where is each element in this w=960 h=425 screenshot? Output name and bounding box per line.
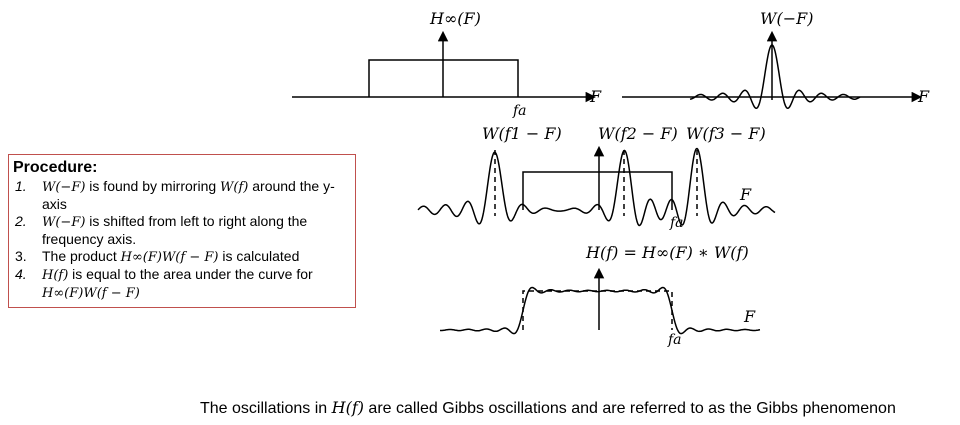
step-text: is shifted from left to right along the …: [42, 213, 308, 247]
windows-curve: [417, 147, 776, 227]
step-number: 4.: [15, 266, 27, 282]
y-label: W(−F): [760, 9, 813, 28]
procedure-step: 2. W(−F) is shifted from left to right a…: [13, 213, 351, 248]
caption-pre: The oscillations in: [200, 400, 332, 417]
step-math: H(f): [42, 268, 69, 283]
step-number: 3.: [15, 248, 27, 264]
window-label-3: W(f3 − F): [686, 124, 766, 143]
step-math: W(−F): [42, 215, 86, 230]
middle-plot: W(f1 − F) W(f2 − F) W(f3 − F) F fa: [417, 124, 776, 231]
step-text-2: around the y-axis: [42, 178, 335, 212]
x-label: F: [743, 307, 756, 326]
step-text: is found by mirroring: [85, 178, 221, 194]
ideal-rect: [368, 59, 519, 97]
top-right-plot: W(−F) F: [622, 9, 930, 110]
x-label: F: [589, 87, 602, 106]
x-label: F: [917, 87, 930, 106]
window-curve: [689, 44, 861, 110]
step-math-2: H∞(F)W(f − F): [42, 286, 140, 301]
x-label: F: [739, 185, 752, 204]
window-label-1: W(f1 − F): [482, 124, 562, 143]
top-left-plot: H∞(F) F fa: [292, 9, 602, 119]
caption: The oscillations in H(f) are called Gibb…: [200, 398, 960, 418]
title: H(f) = H∞(F) ∗ W(f): [585, 243, 749, 262]
step-pre: The product: [42, 248, 121, 264]
ideal-rect-dashed: [522, 290, 673, 330]
cutoff-label: fa: [512, 103, 527, 119]
ideal-rect: [522, 171, 673, 210]
step-number: 2.: [15, 213, 27, 229]
procedure-step: 1. W(−F) is found by mirroring W(f) arou…: [13, 178, 351, 213]
window-label-2: W(f2 − F): [598, 124, 678, 143]
step-math: H∞(F)W(f − F): [120, 250, 219, 265]
step-math-2: W(f): [220, 180, 249, 195]
caption-math: H(f): [331, 398, 364, 417]
step-number: 1.: [15, 178, 27, 194]
procedure-step: 3. The product H∞(F)W(f − F) is calculat…: [13, 248, 351, 266]
procedure-steps: 1. W(−F) is found by mirroring W(f) arou…: [13, 178, 351, 302]
bottom-plot: H(f) = H∞(F) ∗ W(f) F fa: [440, 243, 761, 348]
y-label: H∞(F): [429, 9, 481, 28]
cutoff-label: fa: [667, 332, 682, 348]
h-curve: [440, 286, 761, 335]
procedure-title: Procedure:: [13, 159, 98, 176]
caption-post: are called Gibbs oscillations and are re…: [363, 400, 896, 417]
step-text: is calculated: [218, 248, 300, 264]
step-math: W(−F): [42, 180, 86, 195]
cutoff-label: fa: [669, 215, 684, 231]
procedure-box: Procedure: 1. W(−F) is found by mirrorin…: [8, 154, 356, 308]
step-text: is equal to the area under the curve for: [68, 266, 313, 282]
procedure-step: 4. H(f) is equal to the area under the c…: [13, 266, 351, 302]
